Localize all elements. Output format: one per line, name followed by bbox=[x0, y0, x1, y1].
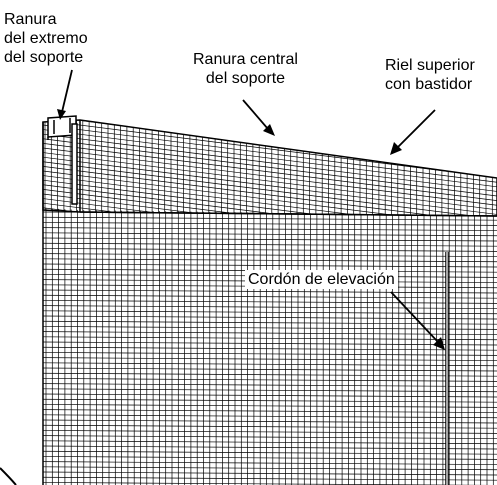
arrowhead-lift-cord bbox=[433, 337, 445, 350]
leader-center-slot bbox=[242, 99, 269, 130]
end-bracket-slot bbox=[47, 115, 78, 205]
label-end-slot-line1: Ranura bbox=[4, 11, 57, 28]
arrowhead-center-slot bbox=[263, 124, 275, 136]
label-end-slot-line3: del soporte bbox=[4, 49, 84, 66]
label-top-rail-line1: Riel superior bbox=[385, 57, 475, 74]
leader-lift-cord bbox=[390, 291, 439, 343]
label-lift-cord-text: Cordón de elevación bbox=[248, 271, 395, 288]
leader-top-rail bbox=[396, 109, 436, 149]
label-end-bracket-slot: Ranura del extremo del soporte bbox=[4, 10, 88, 67]
shade-fabric bbox=[43, 208, 497, 485]
label-end-slot-line2: del extremo bbox=[4, 30, 88, 47]
label-top-rail-line2: con bastidor bbox=[385, 76, 473, 93]
label-center-slot-line2: del soporte bbox=[205, 70, 286, 87]
label-lift-cord: Cordón de elevación bbox=[245, 270, 398, 289]
shade-outline bbox=[42, 122, 497, 485]
arrowhead-top-rail bbox=[390, 142, 402, 155]
arrowhead-end-slot bbox=[57, 109, 66, 120]
leader-lines bbox=[57, 69, 445, 350]
label-center-slot-line1: Ranura central bbox=[193, 51, 298, 68]
label-top-rail: Riel superior con bastidor bbox=[385, 56, 475, 94]
leader-end-slot bbox=[61, 69, 73, 113]
frame-corner bbox=[0, 467, 17, 485]
label-center-bracket-slot: Ranura central del soporte bbox=[193, 50, 298, 88]
